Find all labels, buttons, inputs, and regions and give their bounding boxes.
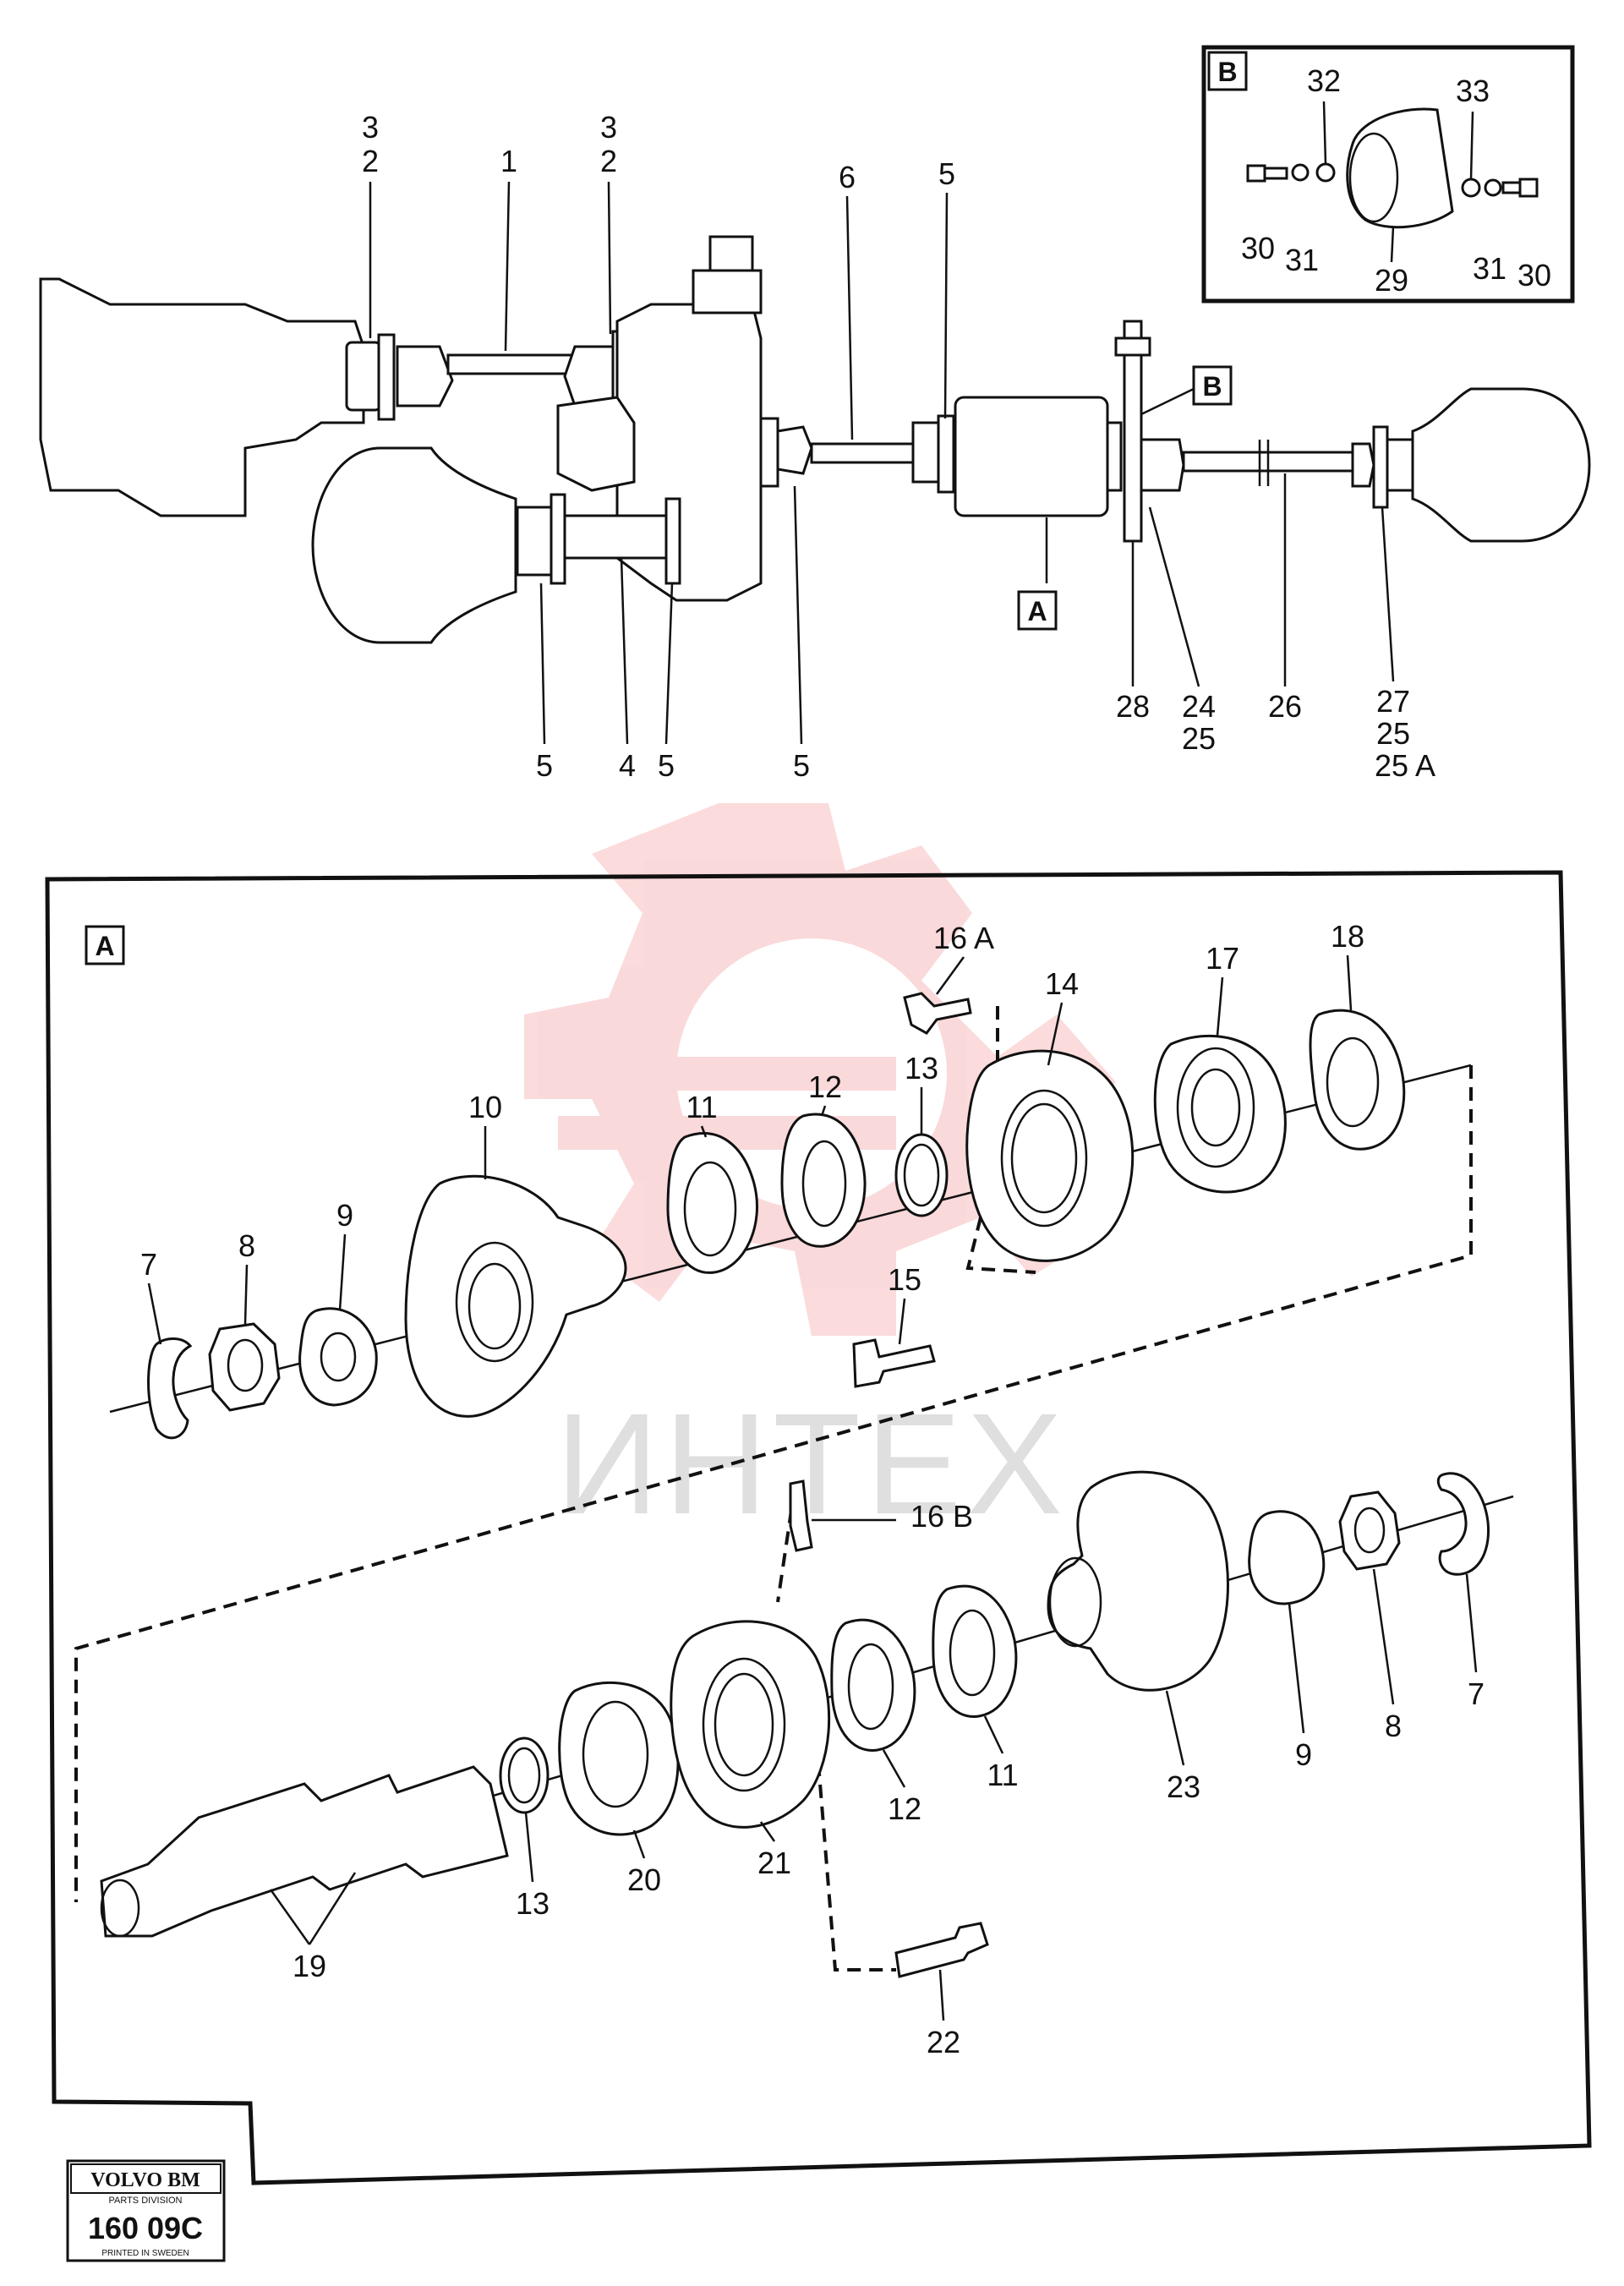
callout-box-b-label: B [1202, 371, 1222, 402]
grease-nipple-16b [789, 1479, 813, 1552]
driveline-assembly [39, 181, 1591, 745]
callout-number-a-9b: 9 [1295, 1737, 1312, 1772]
lock-nut-8 [208, 1322, 281, 1412]
callout-number-t-26: 26 [1268, 689, 1302, 724]
lock-nut-8b [1338, 1490, 1401, 1571]
roller-bearing-20 [558, 1681, 680, 1836]
bearing-housing-14 [965, 1049, 1135, 1262]
callout-number-a-11: 11 [686, 1090, 717, 1124]
watermark-text: ИНТЕХ [555, 1384, 1068, 1545]
detail-b-panel: B [1201, 45, 1575, 304]
callout-number-a-23: 23 [1167, 1769, 1200, 1804]
callout-number-t-5b: 5 [536, 748, 553, 783]
stamp-code: 160 09C [88, 2211, 203, 2245]
callout-number-b-30a: 30 [1241, 231, 1275, 265]
callout-number-a-19: 19 [293, 1949, 326, 1983]
callout-number-t-25A: 25 A [1375, 748, 1435, 783]
roller-bearing-17 [1153, 1034, 1287, 1194]
callout-number-a-11b: 11 [987, 1758, 1018, 1792]
callout-number-a-7: 7 [140, 1247, 157, 1282]
callout-box-a-label: A [1027, 596, 1047, 626]
propeller-shaft-6 [810, 442, 915, 464]
callout-number-b-29: 29 [1375, 263, 1408, 298]
callout-number-t-28: 28 [1116, 689, 1150, 724]
callout-number-a-10: 10 [468, 1090, 502, 1124]
callout-number-a-9: 9 [336, 1198, 353, 1233]
callout-number-t-24: 24 [1182, 689, 1216, 724]
callout-number-b-30b: 30 [1517, 258, 1551, 293]
callout-number-a-22: 22 [927, 2025, 960, 2059]
callout-number-t-5c: 5 [658, 748, 675, 783]
snap-ring-7b [1436, 1472, 1490, 1576]
callout-number-a-8b: 8 [1385, 1709, 1402, 1743]
oil-seal-12b [830, 1618, 916, 1752]
front-axle-housing [311, 446, 517, 644]
callout-number-a-12b: 12 [888, 1791, 921, 1826]
callout-number-a-12: 12 [808, 1069, 842, 1104]
callout-number-t-3a: 3 [362, 110, 379, 145]
callout-number-a-13b: 13 [516, 1886, 550, 1921]
stamp-division: PARTS DIVISION [108, 2196, 182, 2206]
callout-number-b-31b: 31 [1473, 251, 1506, 286]
callout-number-t-3b: 3 [600, 110, 617, 145]
callout-number-t-27: 27 [1376, 684, 1410, 719]
callout-number-a-14: 14 [1045, 966, 1079, 1001]
callout-number-a-16A: 16 A [933, 921, 994, 955]
detail-a-panel: A [45, 870, 1592, 2185]
detail-b-tag: B [1217, 57, 1237, 87]
bolt-15 [852, 1338, 936, 1388]
detail-a-callouts: 16 A 14 17 18 10 11 12 13 9 8 7 15 16 B 7 8 9 23 11 12 21 20… [140, 919, 1485, 2059]
callout-number-a-15: 15 [888, 1262, 921, 1297]
callout-number-t-2b: 2 [600, 144, 617, 178]
callout-number-t-5a: 5 [938, 156, 955, 191]
support-bearing-housing [954, 396, 1109, 517]
callout-number-a-7b: 7 [1468, 1676, 1485, 1711]
propeller-shaft-4 [563, 514, 668, 560]
callout-number-a-16B: 16 B [910, 1499, 973, 1534]
callout-number-t-4: 4 [619, 748, 636, 783]
companion-flange-23 [1047, 1470, 1229, 1692]
callout-number-a-18: 18 [1331, 919, 1364, 954]
shaft-guard-29 [1346, 107, 1454, 229]
callout-number-a-21: 21 [757, 1846, 791, 1880]
volvo-bm-stamp: VOLVO BM PARTS DIVISION 160 09C PRINTED … [66, 2159, 226, 2262]
intermediate-shaft-19 [100, 1765, 509, 1938]
callout-number-a-8: 8 [238, 1228, 255, 1263]
stamp-brand: VOLVO BM [90, 2169, 200, 2191]
transmission-housing [39, 277, 365, 517]
bolt-22 [894, 1922, 989, 1978]
callout-number-a-20: 20 [627, 1862, 661, 1897]
dust-seal-18 [1309, 1009, 1406, 1151]
callout-number-b-33: 33 [1456, 74, 1490, 108]
callout-number-b-32: 32 [1307, 63, 1341, 98]
rear-axle-housing [1411, 387, 1591, 543]
oil-seal-11b [932, 1584, 1018, 1718]
detail-a-tag: A [95, 931, 114, 961]
lock-washer-9 [298, 1307, 378, 1407]
stamp-printed: PRINTED IN SWEDEN [101, 2249, 189, 2258]
callout-number-t-1: 1 [500, 144, 517, 178]
callout-number-t-6: 6 [839, 160, 856, 194]
grease-nipple-16a [903, 992, 972, 1035]
callout-number-t-25b: 25 [1376, 716, 1410, 751]
companion-flange-10 [404, 1174, 627, 1418]
callout-number-t-5d: 5 [793, 748, 810, 783]
detail-b-callouts: 32 33 30 31 29 31 30 [1241, 63, 1551, 298]
lock-washer-9b [1248, 1510, 1326, 1605]
callout-number-t-25a: 25 [1182, 721, 1216, 756]
bearing-housing-21 [670, 1620, 831, 1829]
bearing-bracket [1123, 320, 1143, 543]
callout-number-t-2a: 2 [362, 144, 379, 178]
callout-number-b-31a: 31 [1285, 243, 1319, 277]
callout-number-a-13: 13 [905, 1051, 938, 1086]
callout-box-a[interactable]: A [1017, 590, 1058, 631]
callout-box-b[interactable]: B [1192, 365, 1233, 406]
oil-seal-12 [780, 1113, 867, 1248]
callout-number-a-17: 17 [1206, 941, 1239, 976]
snap-ring-7 [147, 1337, 193, 1440]
propeller-shaft-1 [446, 353, 577, 375]
